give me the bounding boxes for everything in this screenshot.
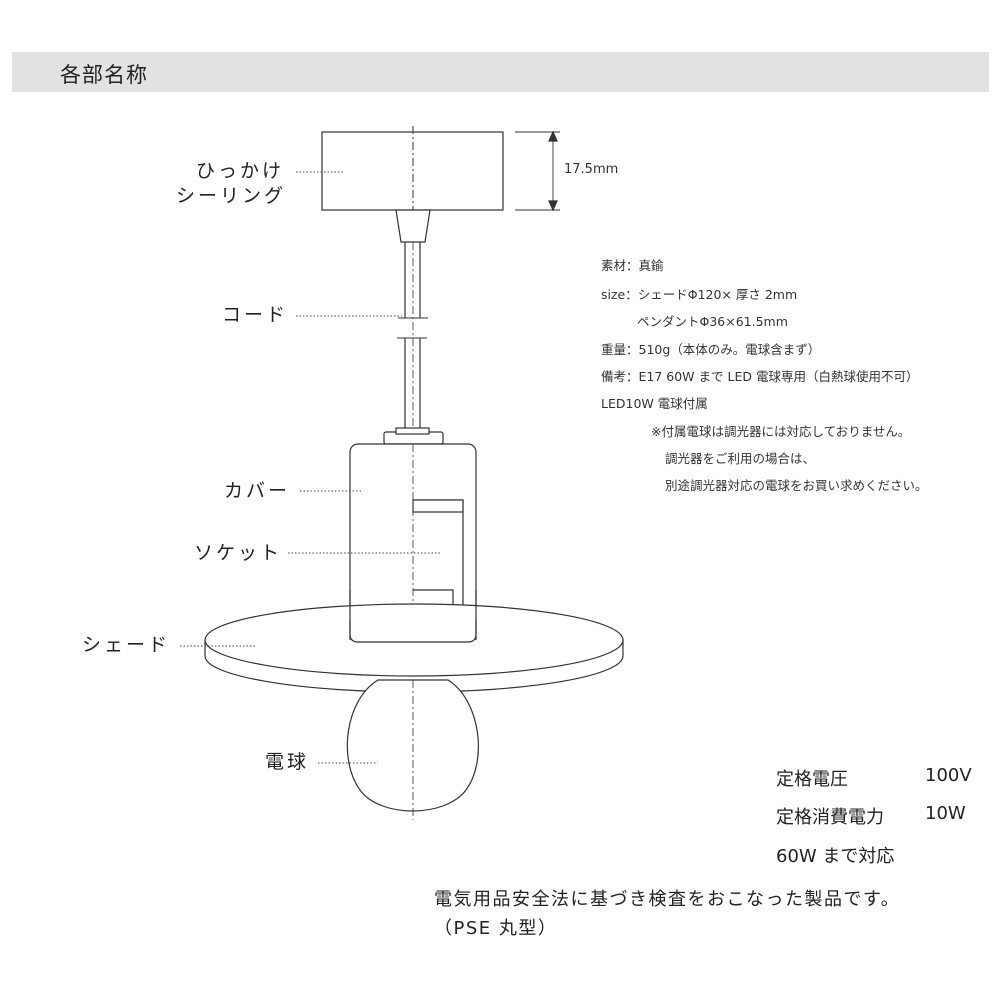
- dimension-ceiling-height: 17.5mm: [564, 162, 619, 177]
- rating-max-label: 60W まで対応: [776, 846, 895, 867]
- spec-size-2: ペンダントΦ36×61.5mm: [637, 314, 788, 329]
- rating-voltage-label: 定格電圧: [776, 769, 848, 790]
- spec-caution-2: 調光器をご利用の場合は、: [665, 451, 816, 466]
- spec-weight: 重量：510g（本体のみ。電球含まず）: [601, 342, 821, 357]
- label-cover: カバー: [224, 480, 291, 502]
- spec-material: 素材：真鍮: [601, 258, 664, 273]
- rating-power-label: 定格消費電力: [776, 807, 884, 828]
- cord-bushing: [395, 209, 431, 243]
- spec-note: 備考：E17 60W まで LED 電球専用（白熱球使用不可）: [601, 369, 919, 384]
- notice-line2: （PSE 丸型）: [434, 918, 558, 939]
- header-bar: 各部名称: [12, 52, 989, 92]
- spec-caution-3: 別途調光器対応の電球をお買い求めください。: [665, 478, 928, 493]
- label-shade: シェード: [82, 634, 171, 656]
- label-bulb: 電球: [265, 751, 310, 773]
- spec-included: LED10W 電球付属: [601, 396, 708, 411]
- label-cord: コード: [222, 304, 289, 326]
- spec-caution-1: ※付属電球は調光器には対応しておりません。: [651, 424, 911, 439]
- label-socket: ソケット: [194, 542, 283, 564]
- notice-line1: 電気用品安全法に基づき検査をおこなった製品です。: [434, 889, 901, 910]
- spec-size-1: size：シェードΦ120× 厚さ 2mm: [601, 287, 798, 302]
- label-hook-ceiling-line2: シーリング: [176, 185, 287, 207]
- rating-power-value: 10W: [925, 803, 966, 824]
- rating-voltage-value: 100V: [925, 765, 972, 786]
- page-title: 各部名称: [60, 63, 148, 87]
- label-hook-ceiling-line1: ひっかけ: [196, 160, 285, 182]
